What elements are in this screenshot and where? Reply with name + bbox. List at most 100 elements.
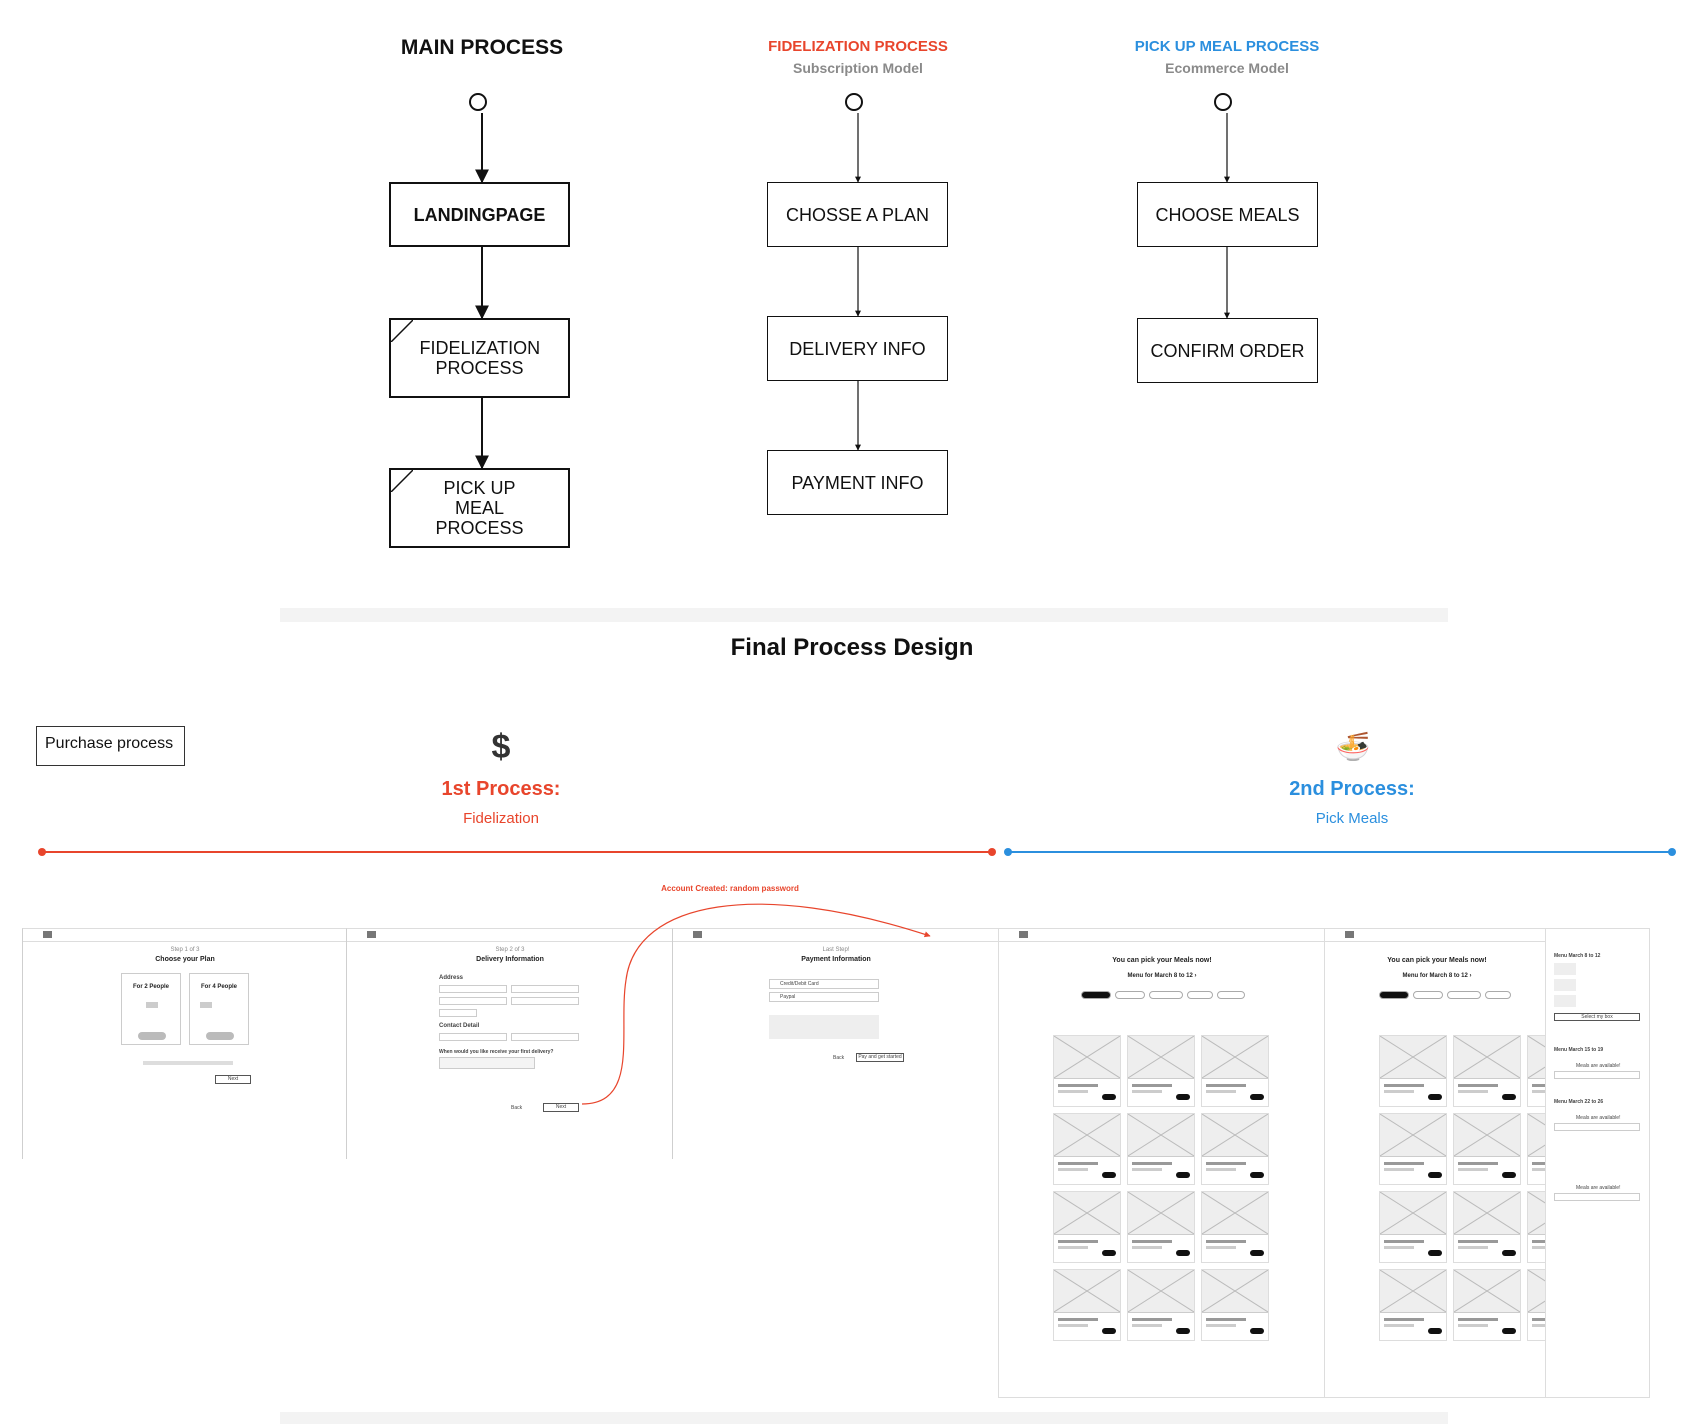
meal-card[interactable] xyxy=(1201,1191,1269,1263)
add-meal-button[interactable] xyxy=(1250,1172,1264,1178)
meal-card[interactable] xyxy=(1453,1191,1521,1263)
meal-card[interactable] xyxy=(1053,1113,1121,1185)
meal-card[interactable] xyxy=(1127,1269,1195,1341)
add-meal-button[interactable] xyxy=(1428,1250,1442,1256)
card-option[interactable]: Credit/Debit Card xyxy=(769,979,879,989)
add-meal-button[interactable] xyxy=(1428,1328,1442,1334)
back-link[interactable]: Back xyxy=(511,1105,523,1111)
meal-card[interactable] xyxy=(1053,1269,1121,1341)
meal-card[interactable] xyxy=(1379,1113,1447,1185)
stepper[interactable] xyxy=(200,1002,212,1008)
filter-chip[interactable] xyxy=(1447,991,1481,999)
image-placeholder-icon xyxy=(1454,1036,1520,1079)
meal-card[interactable] xyxy=(1453,1035,1521,1107)
pickup-start-node xyxy=(1214,93,1232,111)
add-meal-button[interactable] xyxy=(1250,1094,1264,1100)
add-meal-button[interactable] xyxy=(1176,1094,1190,1100)
meal-card-grid xyxy=(1053,1035,1273,1375)
meal-card[interactable] xyxy=(1527,1191,1549,1263)
next-button[interactable]: Next xyxy=(543,1103,579,1112)
plan-label: For 4 People xyxy=(200,984,237,990)
logo xyxy=(1019,931,1028,938)
date-picker[interactable] xyxy=(439,1057,535,1069)
image-placeholder-icon xyxy=(1054,1036,1120,1079)
fidelization-process-title: FIDELIZATION PROCESS xyxy=(768,38,948,55)
wireframe-meals: You can pick your Meals now! Menu for Ma… xyxy=(998,928,1326,1398)
delivery-date-label: When would you like receive your first d… xyxy=(439,1049,554,1055)
zipcode-input[interactable] xyxy=(511,997,579,1005)
plan-card-2[interactable]: For 2 People xyxy=(121,973,181,1045)
state-select[interactable] xyxy=(511,985,579,993)
landingpage-node: LANDINGPAGE xyxy=(389,182,570,247)
filter-chip[interactable] xyxy=(1187,991,1213,999)
image-placeholder-icon xyxy=(1202,1270,1268,1313)
pay-button[interactable]: Pay and get started xyxy=(856,1053,904,1062)
menu-week-link[interactable]: Menu for March 8 to 12 › xyxy=(1127,973,1197,979)
meal-card[interactable] xyxy=(1127,1035,1195,1107)
add-meal-button[interactable] xyxy=(1102,1328,1116,1334)
filter-chip[interactable] xyxy=(1217,991,1245,999)
filter-chip[interactable] xyxy=(1149,991,1183,999)
add-meal-button[interactable] xyxy=(1428,1172,1442,1178)
add-meal-button[interactable] xyxy=(1250,1250,1264,1256)
street-input[interactable] xyxy=(439,985,507,993)
apt-input[interactable] xyxy=(439,997,507,1005)
filter-chip-active[interactable] xyxy=(1081,991,1111,999)
meal-card[interactable] xyxy=(1053,1035,1121,1107)
add-meal-button[interactable] xyxy=(1502,1328,1516,1334)
add-meal-button[interactable] xyxy=(1250,1328,1264,1334)
email-input[interactable] xyxy=(511,1033,579,1041)
select-button[interactable] xyxy=(138,1032,166,1040)
meal-card[interactable] xyxy=(1527,1113,1549,1185)
meal-card[interactable] xyxy=(1527,1035,1549,1107)
select-button[interactable] xyxy=(206,1032,234,1040)
back-link[interactable]: Back xyxy=(833,1055,845,1061)
meal-card[interactable] xyxy=(1453,1113,1521,1185)
add-meal-button[interactable] xyxy=(1176,1172,1190,1178)
meal-card[interactable] xyxy=(1453,1269,1521,1341)
checkbox-row[interactable] xyxy=(143,1061,233,1065)
process-timeline xyxy=(38,848,1676,856)
filter-chip[interactable] xyxy=(1485,991,1511,999)
meal-card[interactable] xyxy=(1201,1269,1269,1341)
add-meal-button[interactable] xyxy=(1176,1328,1190,1334)
meal-card[interactable] xyxy=(1053,1191,1121,1263)
meal-card[interactable] xyxy=(1201,1035,1269,1107)
add-meal-button[interactable] xyxy=(1102,1094,1116,1100)
add-meal-button[interactable] xyxy=(1428,1094,1442,1100)
add-meal-button[interactable] xyxy=(1102,1172,1116,1178)
phone-input[interactable] xyxy=(439,1033,507,1041)
stepper[interactable] xyxy=(146,1002,158,1008)
meal-card[interactable] xyxy=(1379,1269,1447,1341)
filter-chip[interactable] xyxy=(1413,991,1443,999)
image-placeholder-icon xyxy=(1528,1114,1549,1157)
plan-card-4[interactable]: For 4 People xyxy=(189,973,249,1045)
wire-title: Delivery Information xyxy=(476,956,544,963)
add-meal-button[interactable] xyxy=(1502,1094,1516,1100)
meal-card[interactable] xyxy=(1201,1113,1269,1185)
filter-chip-active[interactable] xyxy=(1379,991,1409,999)
add-meal-button[interactable] xyxy=(1102,1250,1116,1256)
confirm-order-label: CONFIRM ORDER xyxy=(1150,340,1305,361)
meal-card[interactable] xyxy=(1379,1191,1447,1263)
image-placeholder-icon xyxy=(1454,1192,1520,1235)
add-meal-button[interactable] xyxy=(1176,1250,1190,1256)
next-button[interactable]: Next xyxy=(215,1075,251,1084)
meal-card[interactable] xyxy=(1527,1269,1549,1341)
add-meal-button[interactable] xyxy=(1502,1250,1516,1256)
paypal-option[interactable]: Paypal xyxy=(769,992,879,1002)
menu-week-link[interactable]: Menu for March 8 to 12 › xyxy=(1402,973,1472,979)
select-box-field[interactable] xyxy=(1554,1193,1640,1201)
select-box-field[interactable] xyxy=(1554,1123,1640,1131)
city-input[interactable] xyxy=(439,1009,477,1017)
choose-plan-node: CHOSSE A PLAN xyxy=(767,182,948,247)
filter-chip[interactable] xyxy=(1115,991,1145,999)
meal-card[interactable] xyxy=(1379,1035,1447,1107)
image-placeholder-icon xyxy=(1528,1270,1549,1313)
select-box-field[interactable] xyxy=(1554,1071,1640,1079)
meal-card[interactable] xyxy=(1127,1191,1195,1263)
wire-title: Choose your Plan xyxy=(155,956,215,963)
select-box-button[interactable]: Select my box xyxy=(1554,1013,1640,1021)
add-meal-button[interactable] xyxy=(1502,1172,1516,1178)
meal-card[interactable] xyxy=(1127,1113,1195,1185)
